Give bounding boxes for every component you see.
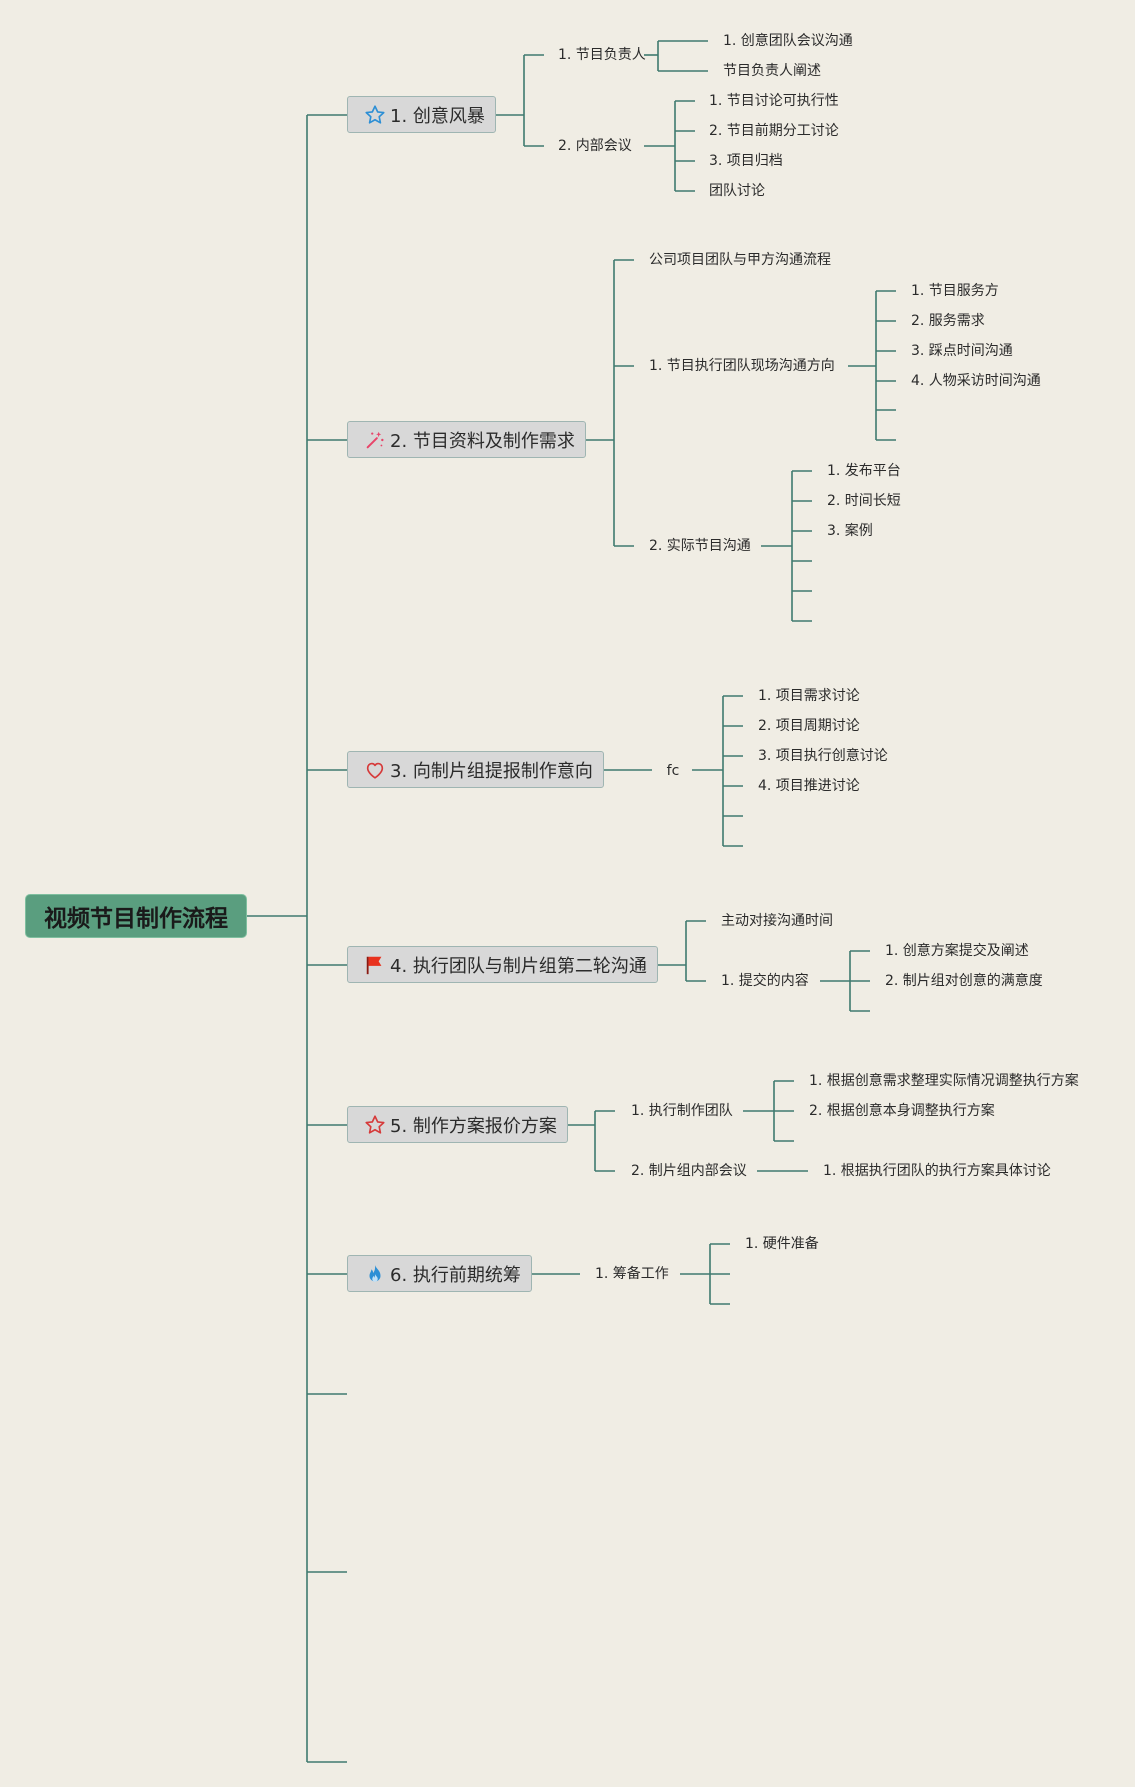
leaf-label[interactable]: 1. 节目服务方 (911, 283, 999, 299)
root-topic[interactable]: 视频节目制作流程 (25, 894, 247, 938)
main-topic-label: 6. 执行前期统筹 (390, 1264, 521, 1286)
main-topic-label: 3. 向制片组提报制作意向 (390, 760, 593, 782)
leaf-label[interactable]: 3. 项目归档 (709, 153, 783, 169)
subtopic-label[interactable]: 2. 实际节目沟通 (649, 538, 751, 554)
star-outline-icon (364, 104, 386, 126)
leaf-label[interactable]: 1. 根据创意需求整理实际情况调整执行方案 (809, 1073, 1079, 1089)
leaf-label[interactable]: 1. 创意团队会议沟通 (723, 33, 853, 49)
subtopic-label[interactable]: fc (666, 763, 680, 779)
main-topic-label: 2. 节目资料及制作需求 (390, 430, 575, 452)
leaf-label[interactable]: 2. 时间长短 (827, 493, 901, 509)
main-topic-quotation[interactable]: 5. 制作方案报价方案 (347, 1106, 568, 1143)
main-topic-creative-storm[interactable]: 1. 创意风暴 (347, 96, 496, 133)
subtopic-label[interactable]: 1. 节目负责人 (558, 47, 646, 63)
leaf-label[interactable]: 2. 服务需求 (911, 313, 985, 329)
subtopic-label[interactable]: 1. 执行制作团队 (631, 1103, 733, 1119)
leaf-label[interactable]: 1. 项目需求讨论 (758, 688, 860, 704)
leaf-label[interactable]: 4. 项目推进讨论 (758, 778, 860, 794)
main-topic-second-round[interactable]: 4. 执行团队与制片组第二轮沟通 (347, 946, 658, 983)
leaf-label[interactable]: 3. 项目执行创意讨论 (758, 748, 888, 764)
main-topic-label: 4. 执行团队与制片组第二轮沟通 (390, 955, 647, 977)
leaf-label[interactable]: 3. 案例 (827, 523, 873, 539)
leaf-label[interactable]: 1. 创意方案提交及阐述 (885, 943, 1029, 959)
subtopic-label[interactable]: 2. 制片组内部会议 (631, 1163, 747, 1179)
leaf-label[interactable]: 3. 踩点时间沟通 (911, 343, 1013, 359)
leaf-label[interactable]: 2. 节目前期分工讨论 (709, 123, 839, 139)
leaf-label[interactable]: 2. 项目周期讨论 (758, 718, 860, 734)
leaf-label[interactable]: 1. 发布平台 (827, 463, 901, 479)
main-topic-program-materials[interactable]: 2. 节目资料及制作需求 (347, 421, 586, 458)
flame-icon (364, 1263, 386, 1285)
leaf-label[interactable]: 2. 制片组对创意的满意度 (885, 973, 1043, 989)
magic-wand-icon (364, 429, 386, 451)
leaf-label[interactable]: 1. 硬件准备 (745, 1236, 819, 1252)
subtopic-label[interactable]: 主动对接沟通时间 (721, 913, 833, 929)
main-topic-label: 5. 制作方案报价方案 (390, 1115, 557, 1137)
leaf-label[interactable]: 团队讨论 (709, 183, 765, 199)
star-outline-icon (364, 1114, 386, 1136)
leaf-label[interactable]: 1. 节目讨论可执行性 (709, 93, 839, 109)
subtopic-label[interactable]: 1. 节目执行团队现场沟通方向 (649, 358, 835, 374)
leaf-label[interactable]: 1. 根据执行团队的执行方案具体讨论 (823, 1163, 1051, 1179)
subtopic-label[interactable]: 1. 提交的内容 (721, 973, 809, 989)
subtopic-label[interactable]: 公司项目团队与甲方沟通流程 (649, 252, 831, 268)
leaf-label[interactable]: 节目负责人阐述 (723, 63, 821, 79)
subtopic-label[interactable]: 1. 筹备工作 (595, 1266, 669, 1282)
flag-icon (364, 954, 386, 976)
main-topic-pre-planning[interactable]: 6. 执行前期统筹 (347, 1255, 532, 1292)
leaf-label[interactable]: 4. 人物采访时间沟通 (911, 373, 1041, 389)
main-topic-production-intent[interactable]: 3. 向制片组提报制作意向 (347, 751, 604, 788)
main-topic-label: 1. 创意风暴 (390, 105, 485, 127)
heart-outline-icon (364, 759, 386, 781)
subtopic-label[interactable]: 2. 内部会议 (558, 138, 632, 154)
leaf-label[interactable]: 2. 根据创意本身调整执行方案 (809, 1103, 995, 1119)
